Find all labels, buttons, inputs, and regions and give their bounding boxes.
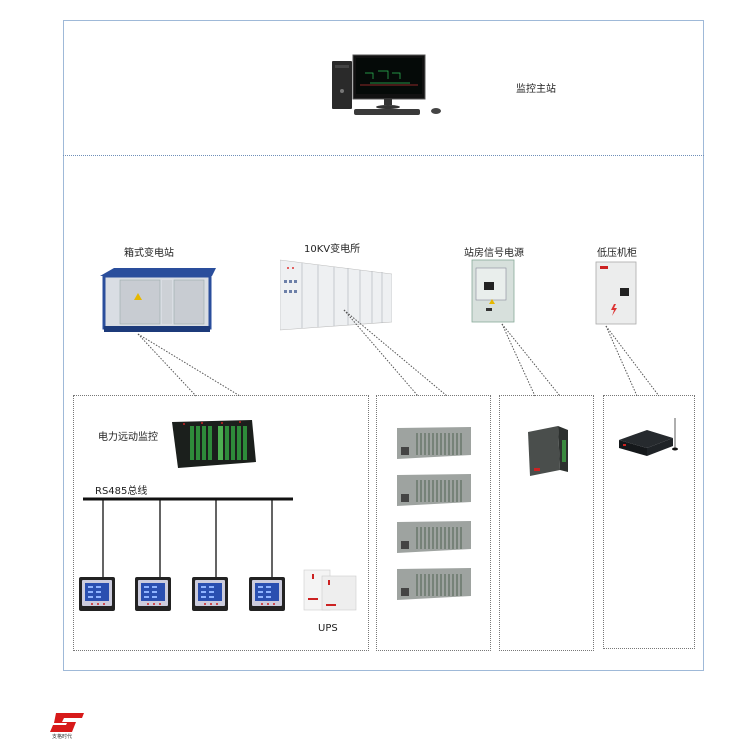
diagram-frame — [63, 20, 704, 671]
power-meter-icon — [134, 576, 174, 612]
bus-label: RS485总线 — [95, 486, 148, 497]
signal-power-cabinet-icon — [470, 258, 516, 326]
data-collector-icon — [526, 424, 570, 478]
company-logo-icon — [50, 713, 84, 733]
site-label-box-substation: 箱式变电站 — [124, 248, 174, 259]
tier-divider — [63, 155, 704, 156]
power-meter-icon — [78, 576, 118, 612]
wireless-dtu-icon — [617, 416, 683, 458]
rtu-label: 电力远动监控 — [98, 432, 158, 443]
master-station-label: 监控主站 — [516, 84, 556, 95]
io-module-rack-icon — [397, 566, 471, 602]
io-module-rack-icon — [397, 472, 471, 508]
io-module-rack-icon — [397, 519, 471, 555]
power-meter-icon — [191, 576, 231, 612]
ups-label: UPS — [318, 623, 338, 634]
company-logo-text: 支格时代 — [52, 734, 73, 740]
io-module-rack-icon — [397, 425, 471, 461]
site-label-10kv-substation: 10KV变电所 — [304, 244, 361, 255]
rtu-rack-icon — [172, 418, 256, 468]
site-label-low-voltage-cabinet: 低压机柜 — [597, 248, 637, 259]
switchgear-cabinet-row-icon — [280, 256, 392, 332]
low-voltage-cabinet-icon — [594, 260, 640, 326]
desktop-computer-icon — [330, 53, 445, 118]
power-meter-icon — [248, 576, 288, 612]
site-label-signal-power: 站房信号电源 — [464, 248, 524, 259]
ups-icon — [302, 568, 360, 614]
box-substation-icon — [100, 266, 216, 334]
